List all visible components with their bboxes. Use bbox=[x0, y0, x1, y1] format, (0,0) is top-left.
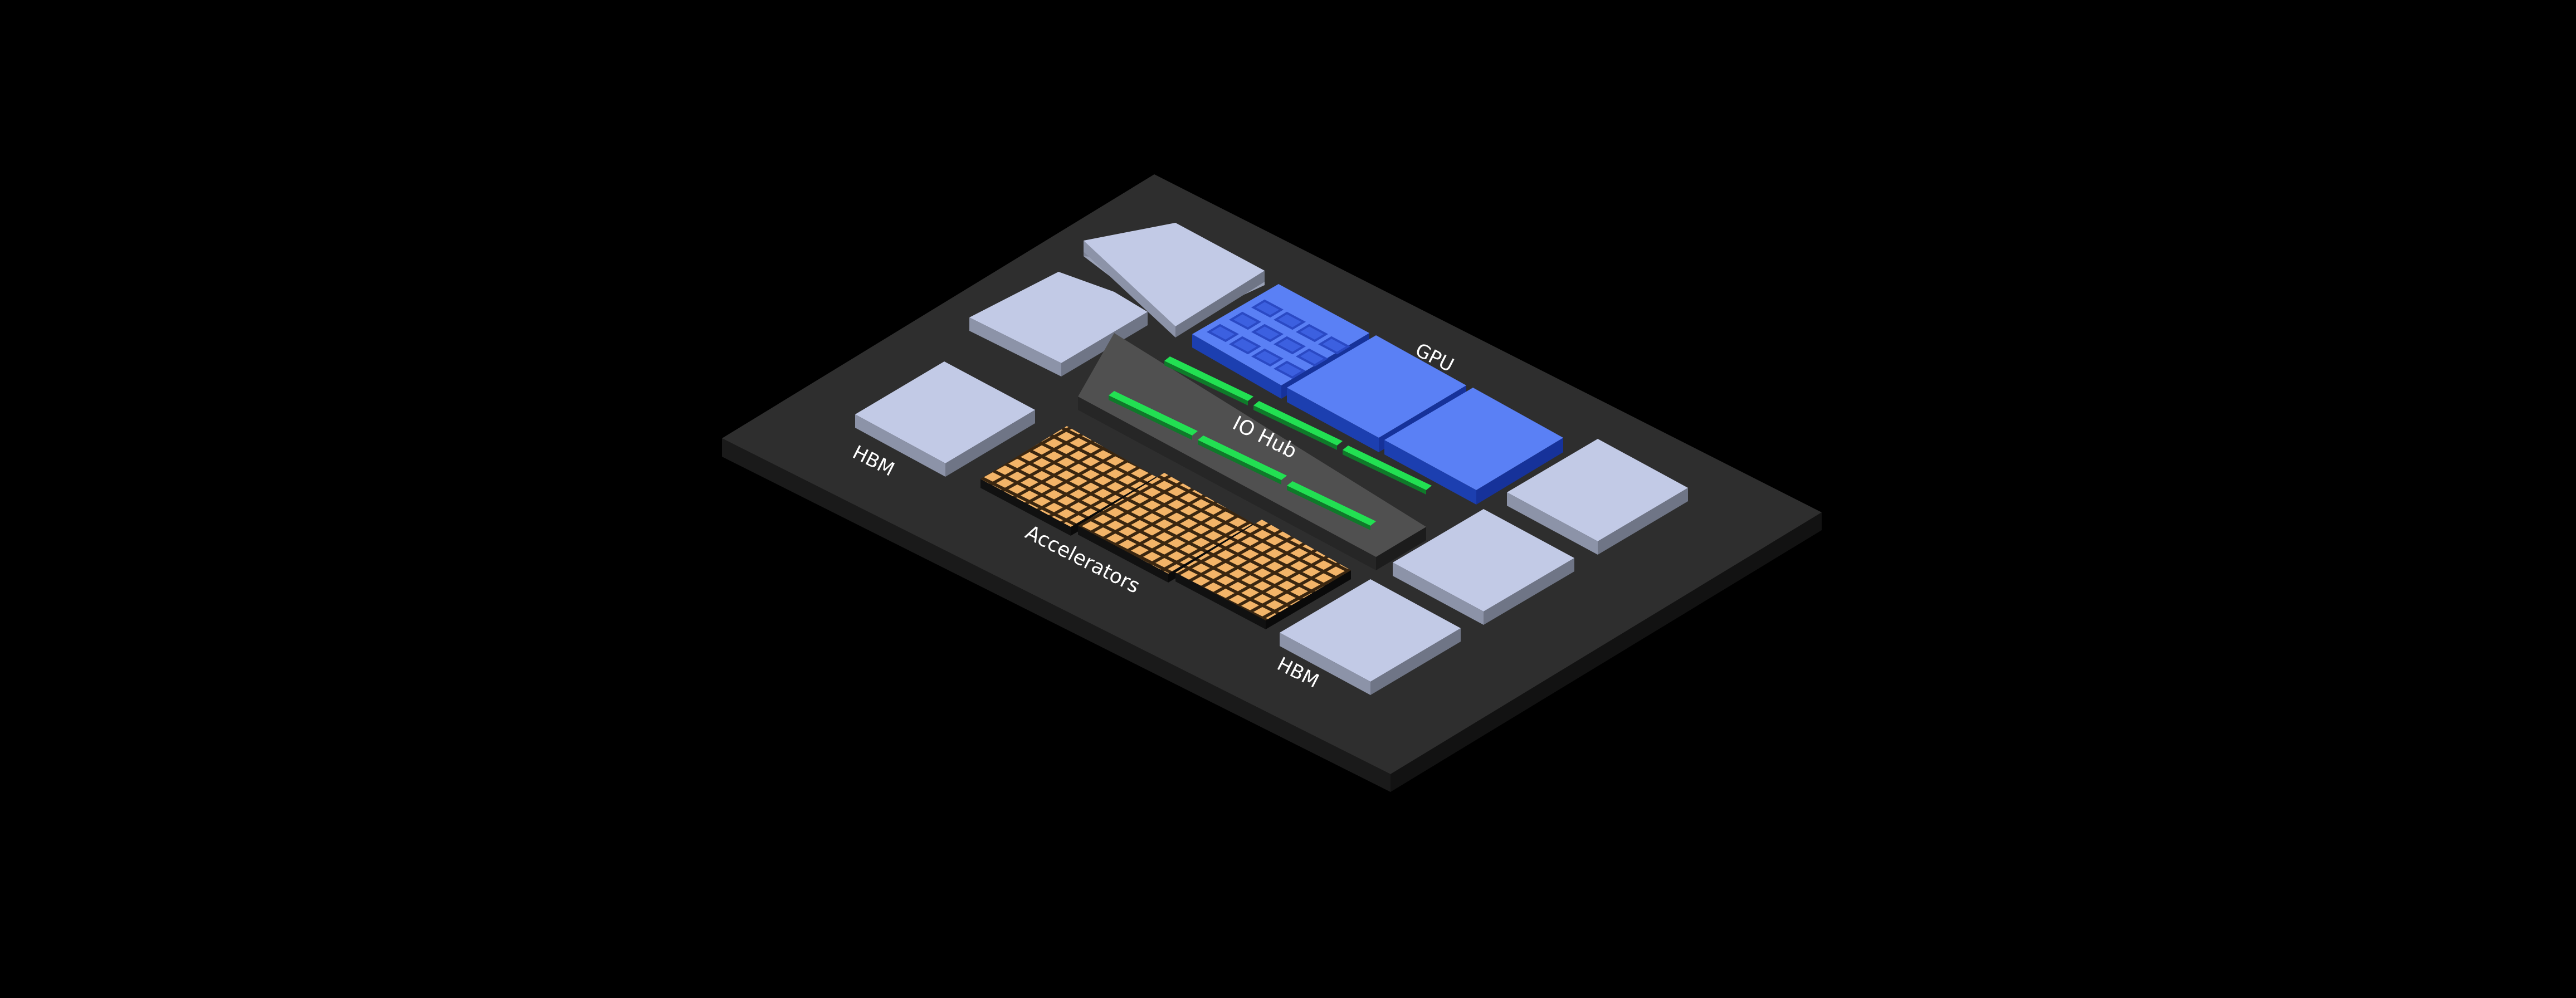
accelerator-dies bbox=[980, 426, 1351, 629]
hbm-stack-group-right bbox=[1280, 439, 1688, 695]
io-link-group bbox=[1109, 356, 1432, 530]
substrate-side-left bbox=[722, 438, 1391, 792]
gpu-compute-grid-icon bbox=[1206, 299, 1351, 379]
io-link bbox=[1343, 446, 1432, 490]
hbm-stack bbox=[1280, 579, 1461, 695]
accelerator-die bbox=[1175, 520, 1351, 629]
io-link bbox=[1253, 405, 1337, 450]
substrate-side-right bbox=[1391, 512, 1822, 792]
io-link bbox=[1164, 356, 1253, 401]
io-link bbox=[1109, 395, 1192, 440]
io-link bbox=[1109, 391, 1198, 436]
hbm-stack-group-left bbox=[855, 223, 1265, 477]
io-link bbox=[1287, 481, 1376, 526]
hbm-stack bbox=[969, 272, 1148, 376]
hbm-stack bbox=[1393, 509, 1574, 625]
io-link bbox=[1287, 486, 1370, 530]
hbm-stack bbox=[1084, 223, 1265, 337]
gpu-die bbox=[1384, 388, 1563, 505]
gpu-dies bbox=[1192, 284, 1563, 505]
io-link bbox=[1253, 401, 1343, 446]
io-link bbox=[1164, 361, 1248, 405]
io-link bbox=[1198, 440, 1281, 485]
io-link bbox=[1198, 436, 1287, 480]
io-hub-die bbox=[1078, 333, 1432, 570]
hbm-stack bbox=[1507, 439, 1688, 555]
hbm-stack bbox=[855, 361, 1035, 477]
io-link bbox=[1343, 450, 1426, 495]
